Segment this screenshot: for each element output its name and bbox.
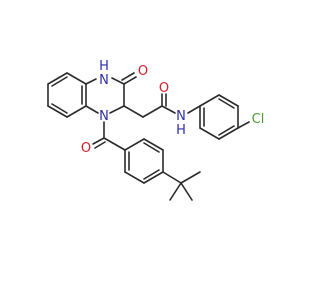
bond [169, 182, 182, 201]
bond [161, 105, 176, 114]
bond [180, 182, 193, 201]
bond [47, 72, 68, 85]
bond [162, 171, 182, 184]
bond [123, 76, 137, 85]
bond-double-inner [143, 169, 160, 180]
bond-double-inner [121, 72, 135, 81]
bond-double-inner [218, 125, 235, 136]
bond [218, 94, 239, 107]
tert-butylphenyl-ring [124, 138, 164, 184]
bond-double-inner [143, 142, 160, 153]
atom-cl: Cl [252, 112, 265, 127]
bond [66, 72, 87, 85]
bond [199, 94, 220, 107]
molecule-structure: H N O N O N H Cl O [47, 59, 265, 201]
bond-double-inner [218, 98, 235, 109]
bond [109, 105, 125, 114]
atom-o-side-carbonyl: O [159, 81, 169, 96]
bond [111, 77, 125, 85]
bond [180, 171, 201, 184]
bond [199, 127, 220, 140]
atom-n-ring-acyl: N [99, 109, 109, 124]
bond [92, 137, 105, 145]
bond [143, 171, 164, 184]
tert-butyl-group [162, 171, 201, 201]
benzoyl-group [92, 121, 126, 151]
atom-n-ring-amide: N [99, 73, 109, 88]
bond [237, 121, 250, 129]
atom-o-ring-carbonyl: O [138, 64, 148, 79]
bond [85, 78, 97, 85]
bond [218, 127, 239, 140]
bond-double-inner [51, 76, 68, 87]
bond-double-inner [94, 141, 106, 149]
bond [142, 105, 163, 118]
benzo-ring [47, 72, 87, 118]
atom-h-ring: H [99, 59, 109, 74]
atom-h-amide-side: H [176, 123, 186, 138]
acetamide-chain [123, 93, 201, 118]
bond [103, 137, 126, 151]
chlorophenyl-ring [199, 94, 250, 140]
molecule-canvas: H N O N O N H Cl O [47, 59, 265, 201]
bond [66, 105, 87, 118]
bond [143, 138, 164, 151]
bond [124, 138, 145, 151]
bond [123, 105, 144, 118]
bond [187, 105, 201, 114]
bond [124, 171, 145, 184]
bond-double-inner [51, 103, 68, 114]
atom-o-benzoyl: O [81, 141, 91, 156]
pyrazinone-ring [85, 72, 137, 114]
bond [85, 105, 99, 114]
bond [47, 105, 68, 118]
atom-n-amide-side: N [176, 109, 186, 124]
